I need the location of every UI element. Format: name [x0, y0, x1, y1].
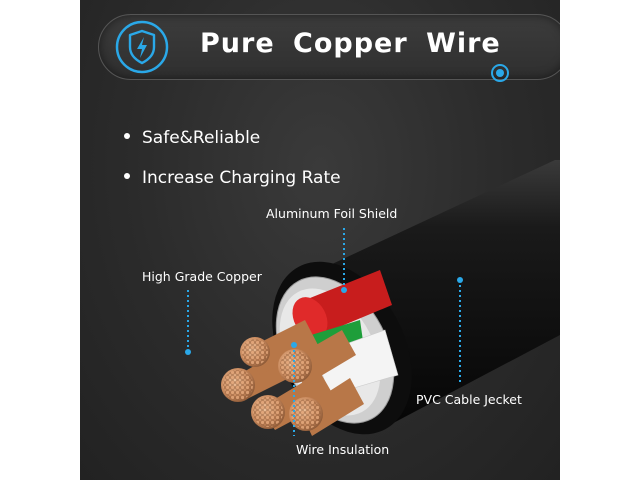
feature-label: Safe&Reliable	[142, 128, 261, 148]
product-banner: Pure Copper Wire Safe&Reliable Increase …	[80, 0, 560, 480]
callout-pvc-jacket: PVC Cable Jecket	[416, 392, 522, 407]
callout-copper: High Grade Copper	[142, 269, 262, 284]
bullet-icon	[124, 133, 130, 139]
feature-label: Increase Charging Rate	[142, 168, 341, 188]
copper-conductors	[221, 320, 364, 436]
callout-wire-insulation: Wire Insulation	[296, 442, 390, 457]
page-title: Pure Copper Wire	[200, 28, 501, 59]
feature-item-safe: Safe&Reliable	[124, 128, 260, 148]
title-accent-dot	[489, 62, 511, 84]
feature-item-charging: Increase Charging Rate	[124, 168, 341, 188]
title-banner	[98, 14, 560, 80]
bullet-icon	[124, 173, 130, 179]
callout-lines	[187, 228, 461, 436]
cable-illustration	[185, 160, 560, 436]
callout-foil-shield: Aluminum Foil Shield	[266, 206, 398, 221]
lightning-shield-icon	[114, 20, 170, 74]
